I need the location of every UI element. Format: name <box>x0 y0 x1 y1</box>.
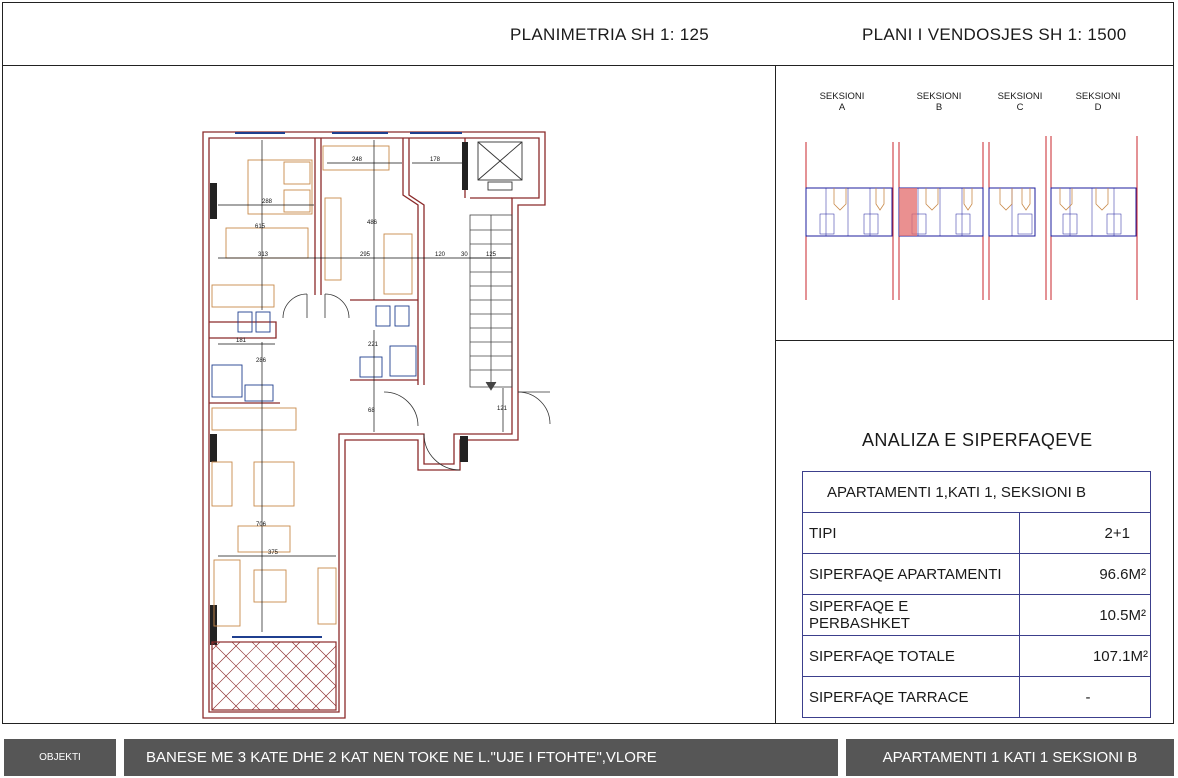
dim-286: 286 <box>256 358 267 364</box>
row-value: 107.1M² <box>1019 635 1151 677</box>
row-label: SIPERFAQE APARTAMENTI <box>802 553 1020 595</box>
elevator <box>477 141 523 191</box>
site-blocks <box>805 187 1137 237</box>
section-a-word: SEKSIONI <box>819 91 865 102</box>
dim-125: 125 <box>486 252 497 258</box>
table-row: SIPERFAQE APARTAMENTI 96.6M² <box>802 553 1151 595</box>
site-plan-drawing <box>805 136 1138 300</box>
row-label: SIPERFAQE E PERBASHKET <box>802 594 1020 636</box>
object-name-bar: BANESE ME 3 KATE DHE 2 KAT NEN TOKE NE L… <box>124 739 838 776</box>
object-name: BANESE ME 3 KATE DHE 2 KAT NEN TOKE NE L… <box>146 749 657 766</box>
row-label: SIPERFAQE TOTALE <box>802 635 1020 677</box>
doors <box>282 293 551 471</box>
main-frame <box>2 2 1174 724</box>
dim-30: 30 <box>461 252 468 258</box>
site-divider <box>775 340 1174 341</box>
dim-178: 178 <box>430 157 441 163</box>
section-b-letter: B <box>935 102 943 113</box>
table-row: TIPI 2+1 <box>802 512 1151 554</box>
object-label-bar: OBJEKTI <box>4 739 116 776</box>
windows <box>232 132 462 638</box>
dim-295: 295 <box>360 252 371 258</box>
section-c-letter: C <box>1016 102 1024 113</box>
terrace <box>211 641 337 711</box>
plan-title: PLANIMETRIA SH 1: 125 <box>510 25 710 44</box>
table-row: SIPERFAQE TARRACE - <box>802 676 1151 718</box>
section-label-b: SEKSIONI B <box>909 91 969 113</box>
site-units <box>819 188 1122 236</box>
site-boundary-lines <box>805 136 1138 300</box>
stairs <box>469 214 513 391</box>
dim-615: 615 <box>255 224 266 230</box>
dim-313: 313 <box>258 252 269 258</box>
apartment-header: APARTAMENTI 1,KATI 1, SEKSIONI B <box>802 471 1151 513</box>
object-label: OBJEKTI <box>39 752 81 763</box>
section-label-d: SEKSIONI D <box>1068 91 1128 113</box>
row-value: 2+1 <box>1019 512 1151 554</box>
apartment-bar: APARTAMENTI 1 KATI 1 SEKSIONI B <box>846 739 1174 776</box>
plan-divider <box>775 65 776 724</box>
table-row: SIPERFAQE TOTALE 107.1M² <box>802 635 1151 677</box>
row-value: - <box>1019 676 1151 718</box>
floor-plan-drawing: 288 615 248 178 486 313 295 120 30 125 1… <box>202 131 551 719</box>
bathroom-fixtures <box>211 305 417 402</box>
dim-120: 120 <box>435 252 446 258</box>
table-row: SIPERFAQE E PERBASHKET 10.5M² <box>802 594 1151 636</box>
header-divider <box>2 65 1174 66</box>
dim-706: 706 <box>256 522 267 528</box>
row-label: SIPERFAQE TARRACE <box>802 676 1020 718</box>
area-table: APARTAMENTI 1,KATI 1, SEKSIONI B TIPI 2+… <box>802 471 1151 718</box>
section-c-word: SEKSIONI <box>997 91 1043 102</box>
dim-375: 375 <box>268 550 279 556</box>
furniture <box>211 145 413 627</box>
row-label: TIPI <box>802 512 1020 554</box>
area-table-header: APARTAMENTI 1,KATI 1, SEKSIONI B <box>802 471 1151 513</box>
dim-121: 121 <box>497 406 508 412</box>
dim-248: 248 <box>352 157 363 163</box>
dim-68: 68 <box>368 408 375 414</box>
row-value: 96.6M² <box>1019 553 1151 595</box>
section-label-c: SEKSIONI C <box>990 91 1050 113</box>
site-plan-title: PLANI I VENDOSJES SH 1: 1500 <box>862 25 1127 44</box>
window-sills <box>210 142 468 645</box>
section-d-letter: D <box>1094 102 1102 113</box>
site-stairs <box>833 188 1109 211</box>
dim-486: 486 <box>367 220 378 226</box>
row-value: 10.5M² <box>1019 594 1151 636</box>
dim-288: 288 <box>262 199 273 205</box>
dim-221: 221 <box>368 342 379 348</box>
section-d-word: SEKSIONI <box>1075 91 1121 102</box>
apartment-label: APARTAMENTI 1 KATI 1 SEKSIONI B <box>882 749 1138 766</box>
dimension-labels: 288 615 248 178 486 313 295 120 30 125 1… <box>236 157 508 556</box>
section-a-letter: A <box>838 102 846 113</box>
section-b-word: SEKSIONI <box>916 91 962 102</box>
section-label-a: SEKSIONI A <box>812 91 872 113</box>
dim-181: 181 <box>236 338 247 344</box>
highlighted-apartment <box>899 188 917 236</box>
dimension-lines <box>218 140 510 632</box>
analysis-title: ANALIZA E SIPERFAQEVE <box>862 430 1093 450</box>
